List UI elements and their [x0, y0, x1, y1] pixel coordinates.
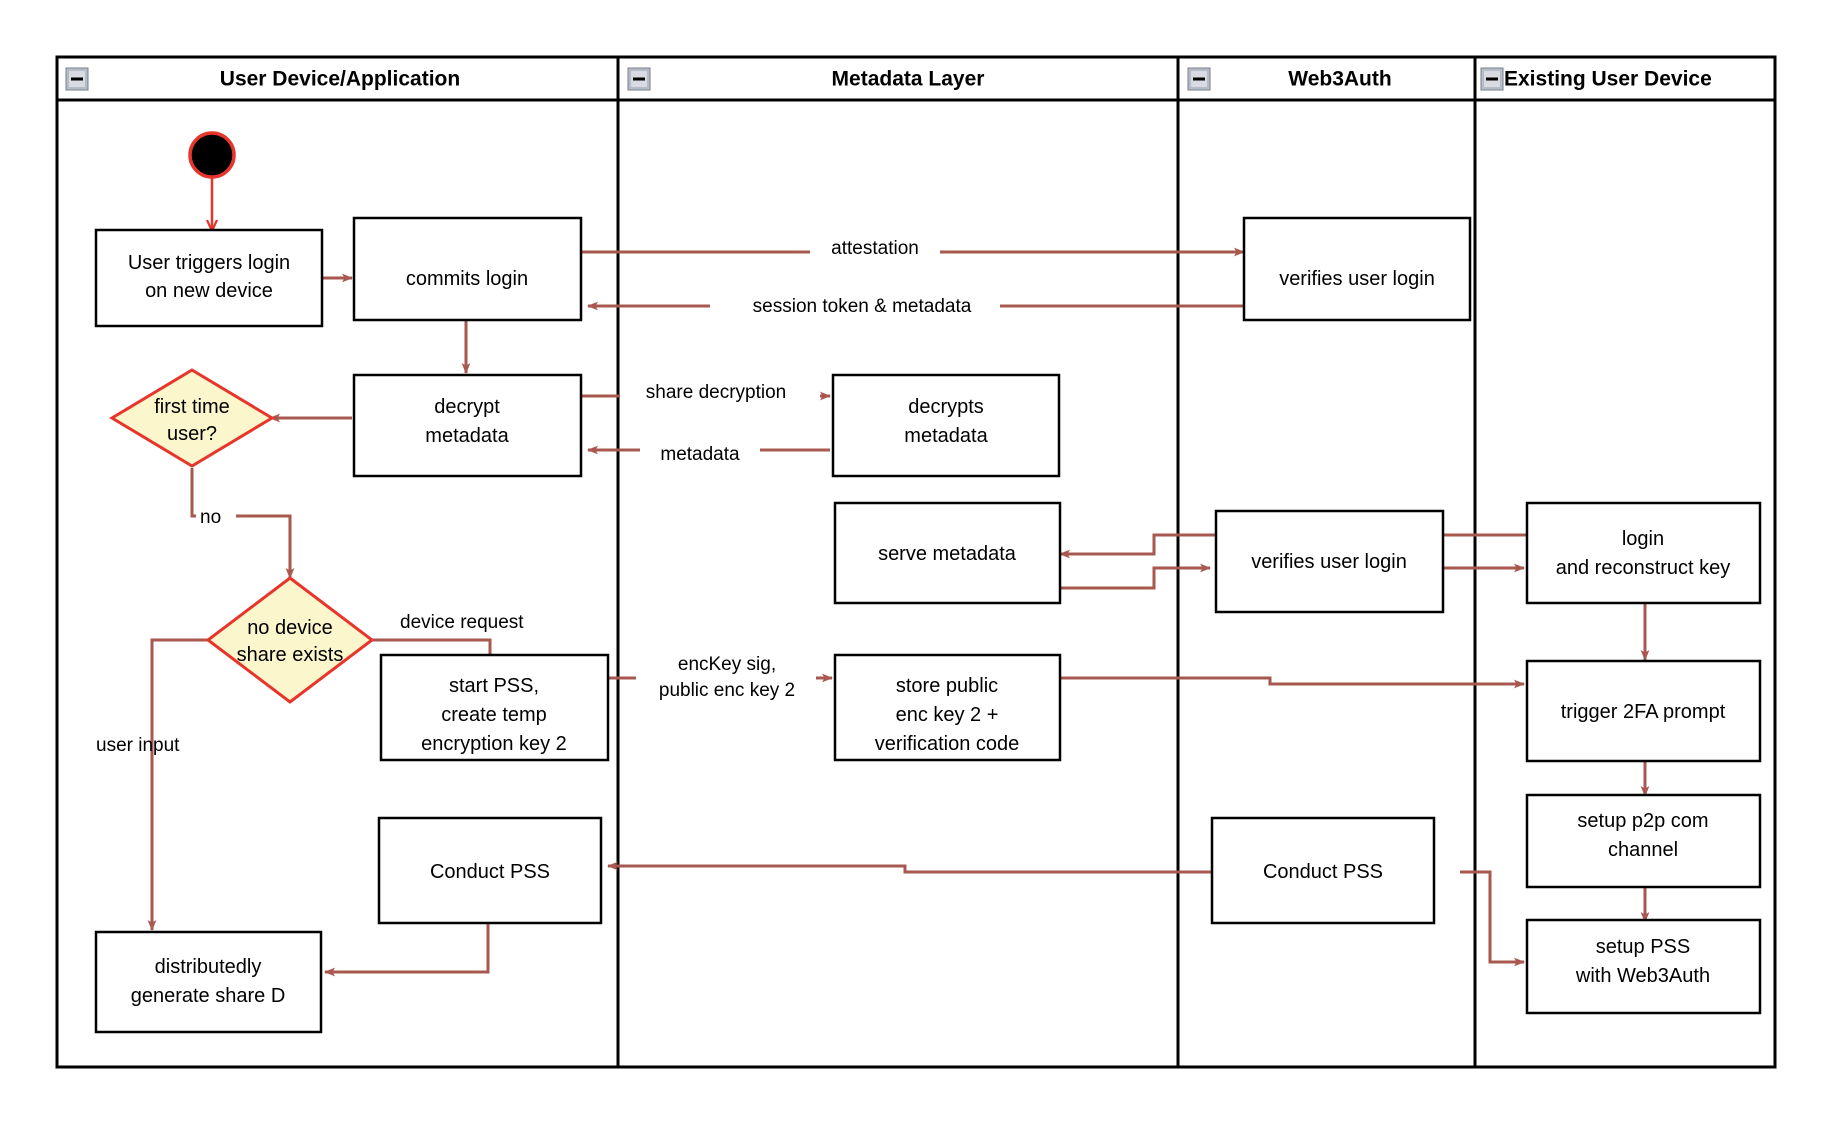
edge-labels: attestation session token & metadata sha… [96, 236, 1000, 756]
edge-conduct-pss-to-distributedly-generate [324, 922, 490, 977]
node-label-line: login [1622, 528, 1664, 550]
node-distributedly-generate-share-d[interactable]: distributedly generate share D [94, 930, 323, 1034]
minus-icon[interactable] [627, 67, 651, 91]
lane-title-metadata-layer: Metadata Layer [832, 68, 985, 91]
lane-title-web3auth: Web3Auth [1288, 68, 1391, 91]
node-label-line: verifies user login [1251, 551, 1407, 573]
minus-icon[interactable] [1480, 67, 1504, 91]
lane-header-metadata-layer[interactable]: Metadata Layer [627, 67, 985, 91]
edge-store-key-to-trigger-2fa [1022, 676, 1525, 689]
node-label-line: no device [247, 617, 333, 639]
node-label-line: and reconstruct key [1556, 557, 1731, 579]
edge-label-no: no [200, 507, 221, 528]
lane-header-existing-user-device[interactable]: Existing User Device [1480, 67, 1712, 91]
edge-label-enckey-sig-line-2: public enc key 2 [659, 680, 795, 701]
edge-label-metadata: metadata [660, 444, 740, 465]
node-label-line: store public [896, 675, 998, 697]
node-label-line: with Web3Auth [1575, 965, 1710, 987]
edge-serve-metadata-to-verifies [1060, 563, 1211, 590]
node-no-device-share-exists-decision[interactable]: no device share exists [205, 576, 375, 704]
lane-title-existing-user-device: Existing User Device [1504, 68, 1712, 91]
node-label-line: User triggers login [128, 252, 290, 274]
lane-header-user-device-application[interactable]: User Device/Application [65, 67, 460, 91]
edge-no [190, 468, 295, 579]
node-conduct-pss-web3auth[interactable]: Conduct PSS [1210, 816, 1436, 925]
node-label-line: decrypts [908, 396, 984, 418]
swimlane-frame [55, 55, 1777, 1069]
edge-label-user-input: user input [96, 735, 180, 756]
node-label-line: distributedly [155, 956, 262, 978]
node-setup-pss-with-web3auth[interactable]: setup PSS with Web3Auth [1525, 918, 1762, 1015]
node-label-line: decrypt [434, 396, 500, 418]
node-commits-login[interactable]: commits login [352, 216, 583, 322]
node-label-line: encryption key 2 [421, 733, 567, 755]
edge-label-share-decryption: share decryption [646, 382, 786, 403]
node-label-line: trigger 2FA prompt [1561, 701, 1726, 723]
node-verifies-user-login-1[interactable]: verifies user login [1242, 216, 1472, 322]
node-user-triggers-login[interactable]: User triggers login on new device [94, 228, 324, 328]
node-label-line: metadata [425, 425, 509, 447]
node-label-line: first time [154, 396, 230, 418]
node-label-line: Conduct PSS [430, 861, 550, 883]
edge-conduct-pss-to-setup-pss-web3auth [1460, 870, 1525, 967]
edge-label-attestation: attestation [831, 238, 919, 259]
node-setup-p2p-com-channel[interactable]: setup p2p com channel [1525, 793, 1762, 889]
node-decrypt-metadata[interactable]: decrypt metadata [352, 373, 583, 478]
edge-user-input [147, 638, 210, 931]
node-label-line: channel [1608, 839, 1678, 861]
node-login-and-reconstruct-key[interactable]: login and reconstruct key [1525, 501, 1762, 605]
edge-conduct-pss-web3auth-to-user [607, 861, 1212, 874]
node-label-line: commits login [406, 268, 528, 290]
diagram-outer-frame [55, 55, 1777, 1069]
edge-label-enckey-sig-line-1: encKey sig, [678, 654, 776, 675]
node-label-line: on new device [145, 280, 273, 302]
node-label-line: Conduct PSS [1263, 861, 1383, 883]
node-verifies-user-login-2[interactable]: verifies user login [1214, 509, 1445, 614]
edge-label-device-request: device request [400, 612, 524, 633]
node-label-line: start PSS, [449, 675, 539, 697]
node-trigger-2fa-prompt[interactable]: trigger 2FA prompt [1525, 659, 1762, 763]
node-label-line: serve metadata [878, 543, 1017, 565]
node-serve-metadata[interactable]: serve metadata [833, 501, 1062, 605]
node-first-time-user-decision[interactable]: first time user? [109, 368, 275, 468]
node-store-public-enc-key[interactable]: store public enc key 2 + verification co… [833, 653, 1062, 762]
initial-node[interactable] [188, 131, 236, 179]
minus-icon[interactable] [65, 67, 89, 91]
node-decrypts-metadata[interactable]: decrypts metadata [831, 373, 1061, 478]
node-label-line: generate share D [131, 985, 286, 1007]
node-label-line: create temp [441, 704, 547, 726]
node-start-pss-create-temp-key[interactable]: start PSS, create temp encryption key 2 [379, 653, 610, 762]
lane-title-user-device-application: User Device/Application [220, 68, 460, 91]
minus-icon[interactable] [1187, 67, 1211, 91]
node-label-line: verifies user login [1279, 268, 1435, 290]
node-label-line: user? [167, 423, 217, 445]
node-label-line: metadata [904, 425, 988, 447]
edge-label-session-token-metadata: session token & metadata [753, 296, 972, 317]
edge-verifies-to-serve-metadata [1059, 533, 1216, 559]
node-conduct-pss-user[interactable]: Conduct PSS [377, 816, 603, 925]
node-label-line: setup PSS [1596, 936, 1691, 958]
node-label-line: verification code [875, 733, 1020, 755]
node-label-line: enc key 2 + [896, 704, 999, 726]
node-label-line: share exists [237, 644, 344, 666]
node-label-line: setup p2p com [1577, 810, 1708, 832]
lane-header-web3auth[interactable]: Web3Auth [1187, 67, 1392, 91]
